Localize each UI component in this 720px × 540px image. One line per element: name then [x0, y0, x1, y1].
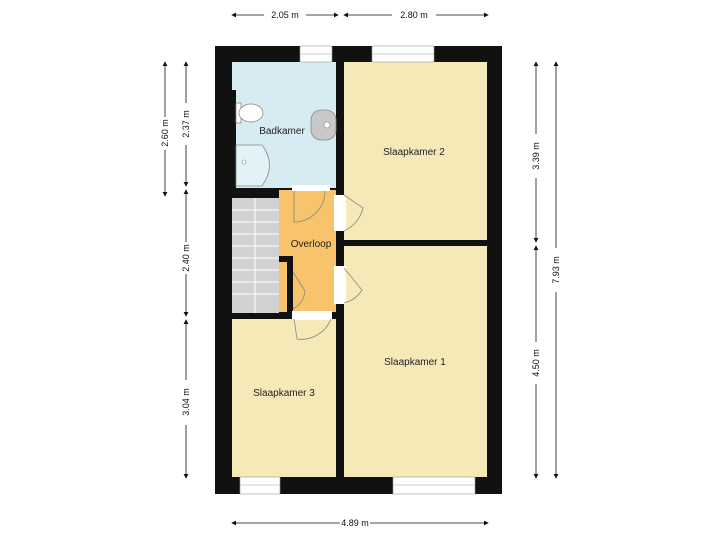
dim-bottom-total: 4.89 m — [341, 518, 369, 528]
dim-left-middle: 2.40 m — [181, 244, 191, 272]
window-bottom-right — [392, 476, 476, 495]
door-stairs — [292, 271, 306, 310]
window-top-left — [299, 45, 333, 63]
dim-right-total: 7.93 m — [551, 256, 561, 284]
door-slaapkamer3 — [292, 311, 332, 340]
dim-top-left: 2.05 m — [271, 10, 299, 20]
stair-wall-post — [287, 256, 293, 312]
dim-right-inner-bottom: 4.50 m — [531, 349, 541, 377]
room-label-slaapkamer2: Slaapkamer 2 — [383, 147, 445, 158]
room-slaapkamer2 — [344, 62, 487, 240]
dim-left-outer-top: 2.60 m — [160, 119, 170, 147]
door-slaapkamer2 — [334, 194, 364, 232]
door-slaapkamer1 — [334, 266, 363, 304]
room-label-overloop: Overloop — [291, 239, 332, 250]
dimension-lines — [162, 12, 559, 526]
sink-icon — [310, 109, 337, 141]
toilet-icon — [235, 102, 264, 124]
dim-left-inner-top: 2.37 m — [181, 110, 191, 138]
dim-top-right: 2.80 m — [400, 10, 428, 20]
window-bottom-left — [239, 476, 281, 495]
bath-wall-left — [232, 90, 236, 188]
room-label-badkamer: Badkamer — [259, 126, 305, 137]
shower-icon — [235, 144, 270, 187]
room-label-slaapkamer3: Slaapkamer 3 — [253, 388, 315, 399]
stair-treads — [232, 198, 279, 313]
stair-wall — [279, 256, 293, 262]
dim-left-bottom: 3.04 m — [181, 388, 191, 416]
dim-right-inner-top: 3.39 m — [531, 142, 541, 170]
room-label-slaapkamer1: Slaapkamer 1 — [384, 357, 446, 368]
window-top-right — [371, 45, 435, 63]
room-slaapkamer1 — [344, 246, 487, 477]
door-badkamer — [292, 185, 330, 223]
room-slaapkamer3 — [232, 319, 336, 477]
